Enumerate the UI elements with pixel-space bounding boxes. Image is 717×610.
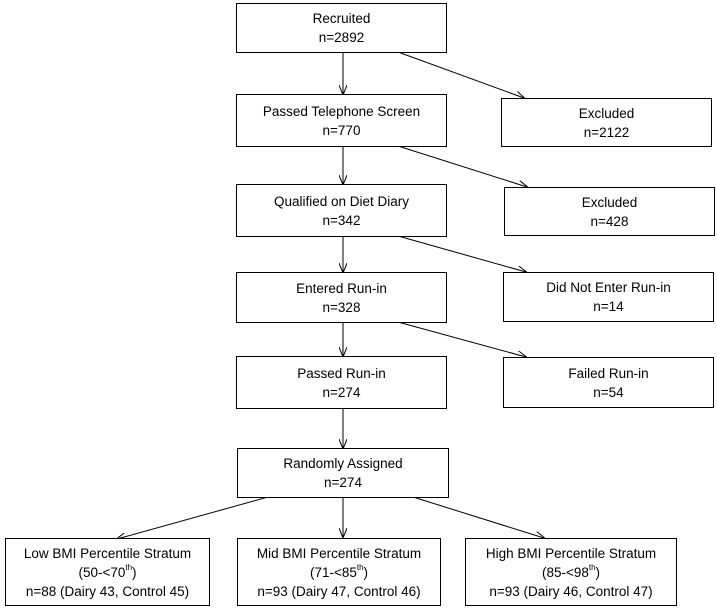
entered-runin-box: Entered Run-in n=328 (236, 272, 447, 323)
diet-diary-label: Qualified on Diet Diary (273, 193, 410, 209)
high-bmi-stratum-label: High BMI Percentile Stratum (485, 545, 657, 561)
excluded-telephone-box: Excluded n=2122 (501, 98, 712, 147)
excluded-diary-box: Excluded n=428 (504, 187, 715, 236)
high-bmi-stratum-count: n=93 (Dairy 46, Control 47) (489, 583, 653, 599)
telephone-screen-count: n=770 (322, 122, 361, 138)
randomly-assigned-label: Randomly Assigned (283, 456, 403, 471)
mid-bmi-stratum-box: Mid BMI Percentile Stratum (71-<85th) n=… (237, 538, 441, 606)
low-bmi-stratum-box: Low BMI Percentile Stratum (50-<70th) n=… (5, 538, 210, 606)
high-bmi-stratum-box: High BMI Percentile Stratum (85-<98th) n… (465, 538, 677, 606)
passed-runin-count: n=274 (322, 384, 361, 400)
mid-bmi-stratum-range: (71-<85th) (309, 563, 369, 580)
not-entered-runin-label: Did Not Enter Run-in (546, 280, 671, 295)
low-bmi-stratum-label: Low BMI Percentile Stratum (23, 545, 192, 561)
arrow-telephone-to-excluded2 (397, 145, 527, 187)
telephone-screen-box: Passed Telephone Screen n=770 (236, 94, 447, 147)
failed-runin-box: Failed Run-in n=54 (503, 357, 714, 408)
failed-runin-count: n=54 (593, 384, 624, 400)
low-bmi-stratum-count: n=88 (Dairy 43, Control 45) (25, 583, 190, 599)
mid-bmi-stratum-label: Mid BMI Percentile Stratum (256, 545, 422, 561)
excluded-diary-count: n=428 (590, 213, 629, 229)
not-entered-runin-count: n=14 (593, 299, 624, 314)
passed-runin-box: Passed Run-in n=274 (236, 356, 447, 409)
diet-diary-box: Qualified on Diet Diary n=342 (236, 184, 447, 237)
arrow-random-to-low (117, 496, 269, 539)
not-entered-runin-box: Did Not Enter Run-in n=14 (503, 272, 714, 322)
recruited-box: Recruited n=2892 (236, 3, 447, 53)
excluded-telephone-label: Excluded (578, 105, 635, 121)
randomly-assigned-count: n=274 (324, 475, 362, 490)
entered-runin-label: Entered Run-in (296, 280, 387, 296)
arrow-diary-to-notentered (397, 235, 526, 272)
randomly-assigned-box: Randomly Assigned n=274 (237, 448, 449, 498)
telephone-screen-label: Passed Telephone Screen (262, 103, 421, 119)
recruited-count: n=2892 (318, 30, 365, 45)
arrow-recruited-to-excluded1 (397, 51, 524, 98)
mid-bmi-stratum-count: n=93 (Dairy 47, Control 46) (257, 583, 421, 599)
arrow-runin-to-failed (397, 321, 526, 357)
excluded-telephone-count: n=2122 (583, 124, 630, 140)
passed-runin-label: Passed Run-in (297, 365, 386, 381)
high-bmi-stratum-range: (85-<98th) (541, 563, 601, 580)
entered-runin-count: n=328 (322, 299, 361, 315)
failed-runin-label: Failed Run-in (568, 365, 649, 381)
diet-diary-count: n=342 (322, 212, 361, 228)
low-bmi-stratum-range: (50-<70th) (78, 563, 137, 580)
arrow-random-to-high (412, 496, 544, 538)
excluded-diary-label: Excluded (581, 194, 638, 210)
recruited-label: Recruited (312, 11, 371, 26)
